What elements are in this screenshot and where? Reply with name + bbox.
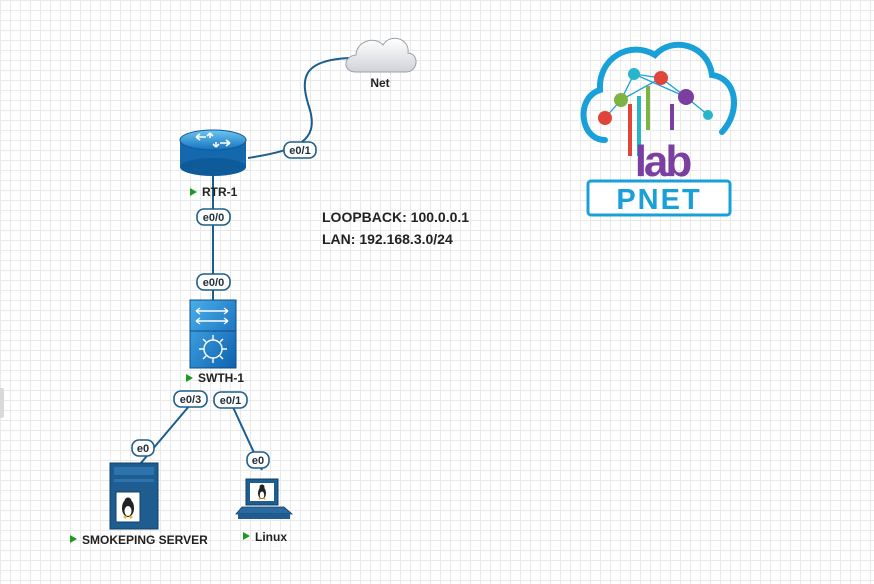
net-label: Net	[370, 76, 389, 90]
switch-node[interactable]: SWTH-1	[186, 299, 244, 385]
link-switch-server[interactable]	[134, 404, 191, 471]
left-panel-handle[interactable]	[0, 388, 4, 418]
linux-node[interactable]: Linux	[235, 478, 294, 544]
port-sw-e0-3[interactable]: e0/3	[173, 390, 208, 408]
server-icon	[109, 462, 159, 530]
server-label: SMOKEPING SERVER	[82, 533, 208, 547]
port-server-e0[interactable]: e0	[131, 439, 155, 457]
linux-status-icon	[243, 532, 250, 540]
linux-label: Linux	[255, 530, 287, 544]
cloud-icon	[345, 37, 417, 73]
svg-text:e0/0: e0/0	[203, 277, 224, 289]
port-rtr-e0-0[interactable]: e0/0	[196, 208, 231, 226]
router-label: RTR-1	[202, 185, 238, 199]
pnetlab-logo: lab PNET	[580, 41, 738, 217]
logo-pnet-text: PNET	[616, 184, 701, 216]
port-linux-e0[interactable]: e0	[246, 451, 270, 469]
svg-text:e0/3: e0/3	[180, 394, 201, 406]
server-node[interactable]: SMOKEPING SERVER	[70, 462, 208, 547]
server-status-icon	[70, 535, 77, 543]
port-rtr-e0-1[interactable]: e0/1	[283, 141, 317, 159]
logo-cloud-outline	[580, 41, 738, 143]
svg-text:e0/0: e0/0	[203, 212, 224, 224]
loopback-note: LOOPBACK: 100.0.0.1	[322, 209, 470, 225]
logo-lab-text: lab	[635, 137, 692, 186]
switch-status-icon	[186, 374, 193, 382]
port-sw-e0-1[interactable]: e0/1	[213, 391, 248, 409]
switch-label: SWTH-1	[198, 371, 244, 385]
svg-text:e0: e0	[137, 443, 149, 455]
router-status-icon	[190, 188, 197, 196]
port-sw-e0-0[interactable]: e0/0	[196, 273, 231, 291]
svg-text:e0: e0	[252, 455, 264, 467]
workstation-icon	[235, 478, 294, 519]
svg-text:e0/1: e0/1	[220, 395, 241, 407]
switch-icon	[189, 299, 237, 369]
lan-note: LAN: 192.168.3.0/24	[322, 231, 453, 247]
net-cloud-node[interactable]: Net	[345, 37, 417, 90]
router-icon	[179, 129, 247, 176]
router-node[interactable]: RTR-1	[179, 129, 247, 199]
svg-text:e0/1: e0/1	[289, 145, 310, 157]
